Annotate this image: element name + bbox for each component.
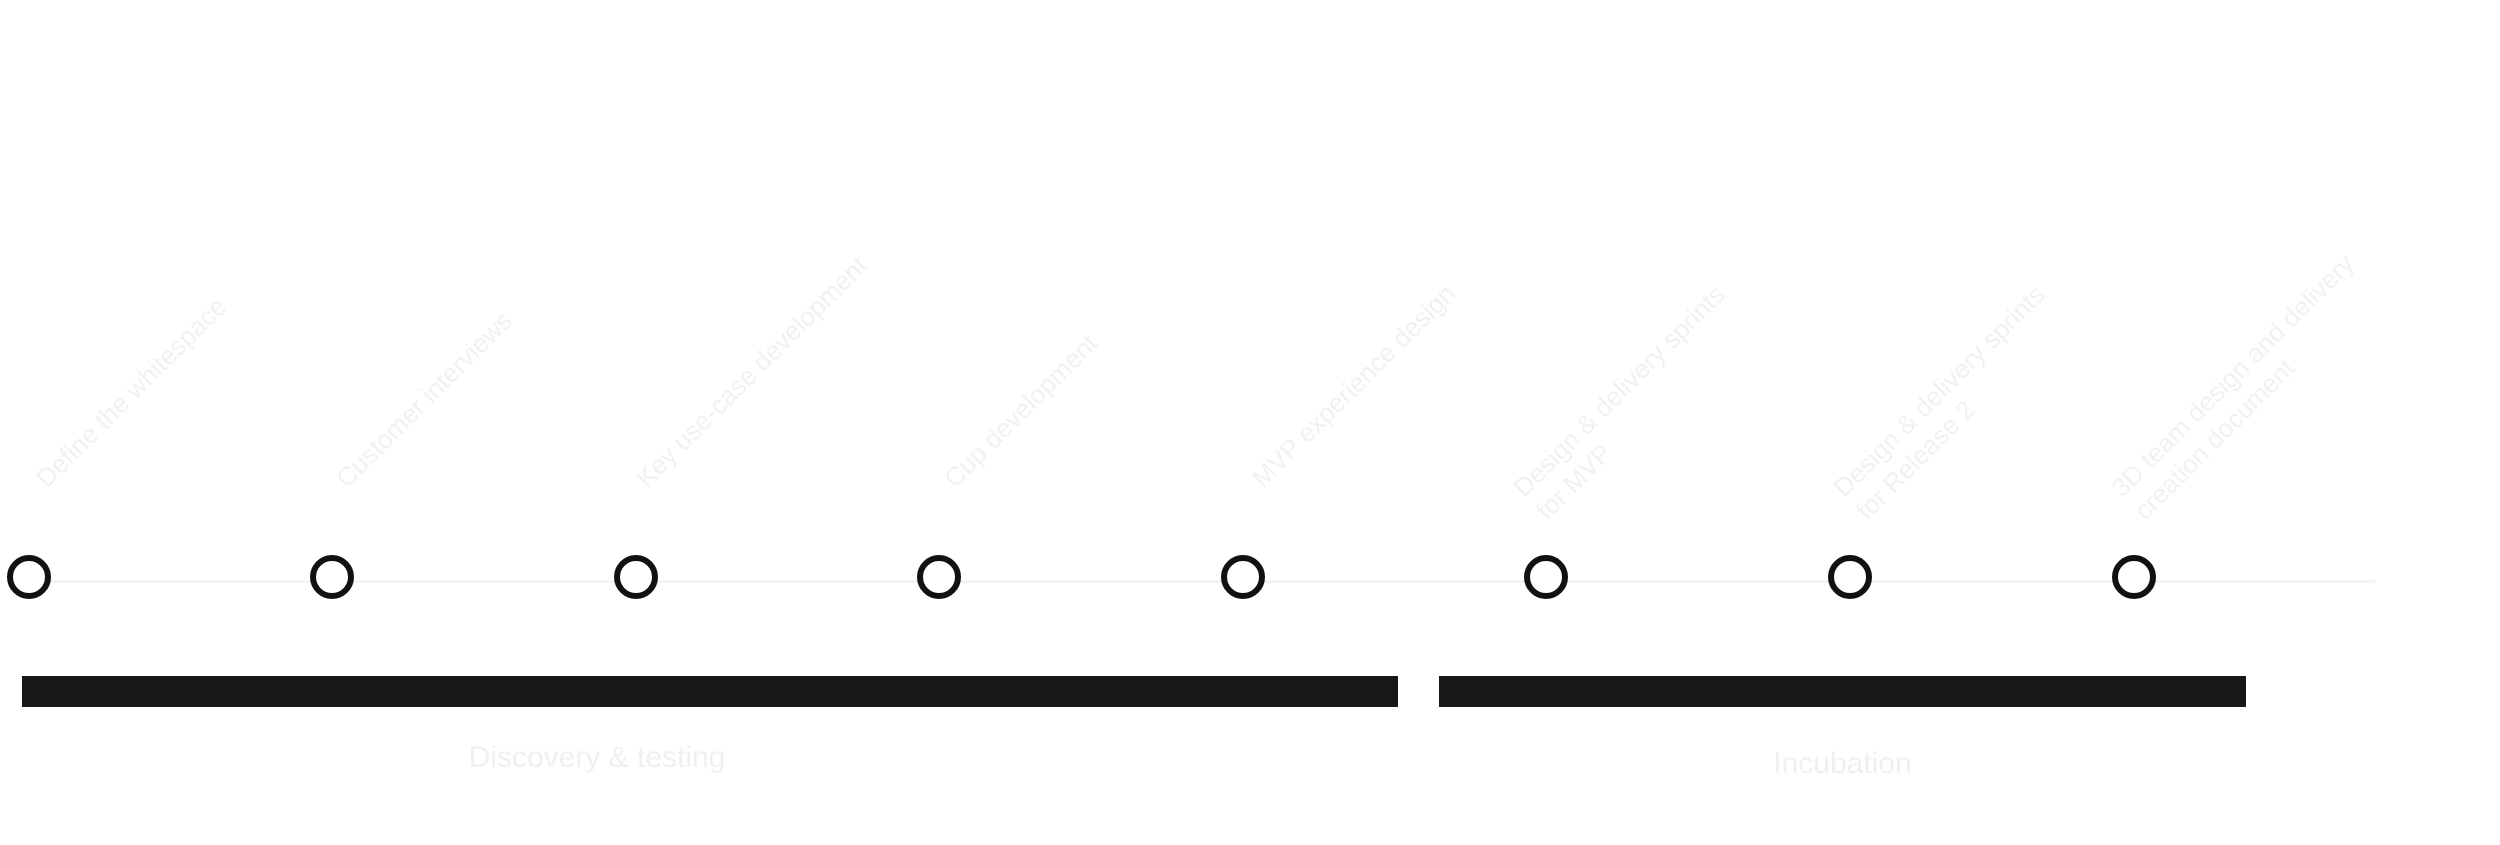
milestone-marker-6 [1524, 555, 1568, 599]
milestone-label-2: Customer interviews [330, 305, 518, 494]
milestone-marker-8 [2112, 555, 2156, 599]
milestone-label-8: 3D team design and delivery creation doc… [2105, 248, 2360, 526]
milestone-marker-1 [7, 555, 51, 599]
phase-label-discovery: Discovery & testing [468, 741, 726, 774]
milestone-label-5: MVP experience design [1246, 278, 1462, 494]
milestone-marker-2 [310, 555, 354, 599]
milestone-label-3: Key use-case development [630, 250, 874, 494]
phase-bar-incubation [1439, 676, 2246, 707]
milestone-marker-4 [917, 555, 961, 599]
milestone-label-7: Design & delivery sprints for Release 2 [1827, 279, 2051, 526]
phase-bar-discovery [22, 676, 1398, 707]
milestone-marker-7 [1828, 555, 1872, 599]
milestone-marker-3 [614, 555, 658, 599]
timeline-axis [30, 580, 2375, 583]
milestone-label-4: Cup development [938, 327, 1104, 494]
phase-label-incubation: Incubation [1773, 747, 1912, 780]
milestone-label-1: Define the whitespace [30, 291, 233, 494]
milestone-label-6: Design & delivery sprints for MVP [1507, 279, 1731, 526]
milestone-marker-5 [1221, 555, 1265, 599]
